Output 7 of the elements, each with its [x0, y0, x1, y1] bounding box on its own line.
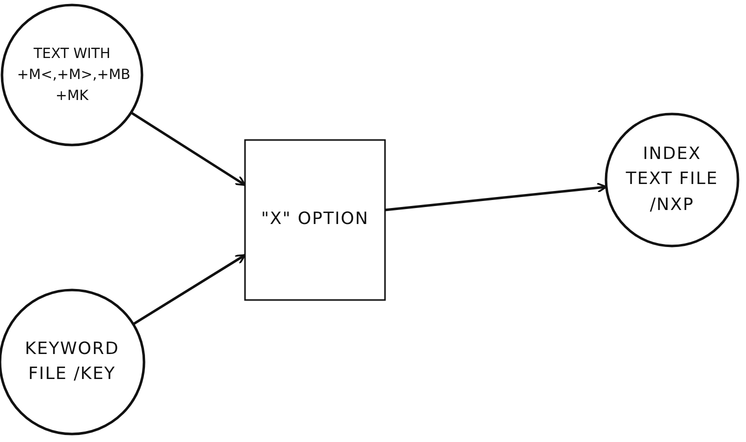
arrow — [130, 112, 246, 186]
arrow — [384, 182, 608, 212]
node-label: "X" OPTION — [261, 208, 369, 232]
node-label: TEXT WITH +M<,+M>,+MB +MK — [17, 44, 127, 106]
node-label: INDEX TEXT FILE /NXP — [624, 142, 720, 217]
node-label: KEYWORD FILE /KEY — [24, 338, 120, 386]
arrow — [132, 254, 246, 326]
